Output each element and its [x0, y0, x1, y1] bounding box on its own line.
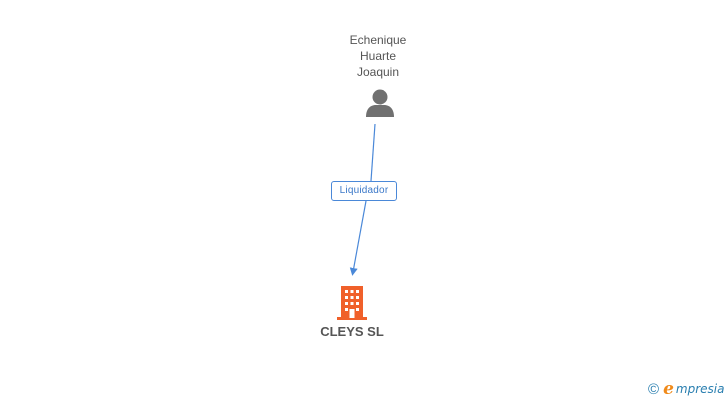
- copyright-icon: ©: [648, 380, 660, 398]
- brand-logo-text: mpresia: [675, 382, 725, 396]
- person-name-line-1: Echenique: [349, 33, 407, 47]
- brand-logo-letter: e: [663, 378, 674, 399]
- edge-line-upper: [370, 123, 376, 182]
- company-name[interactable]: CLEYS SL: [320, 324, 384, 339]
- building-icon[interactable]: [336, 285, 368, 321]
- person-icon[interactable]: [364, 88, 396, 118]
- person-name-line-2: Huarte: [359, 49, 397, 63]
- person-name[interactable]: Echenique Huarte Joaquin: [318, 32, 438, 80]
- relation-label[interactable]: Liquidador: [331, 181, 397, 201]
- edge-line-lower: [349, 200, 367, 276]
- person-name-line-3: Joaquin: [356, 65, 400, 79]
- empresia-watermark: © e mpresia: [648, 379, 724, 399]
